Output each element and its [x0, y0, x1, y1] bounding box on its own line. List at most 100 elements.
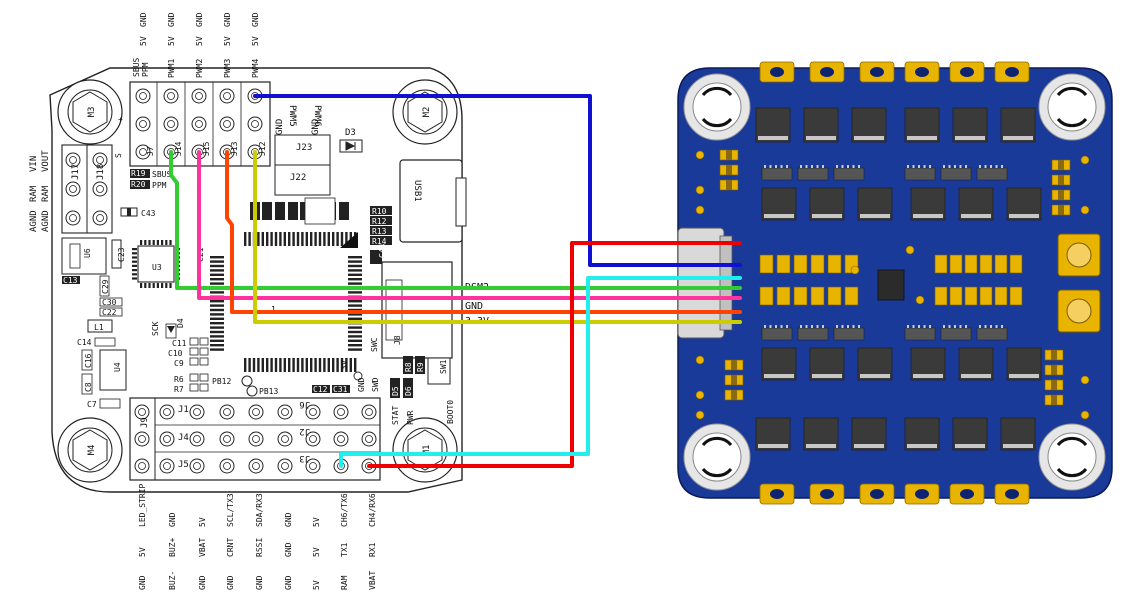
r10-label: R10	[372, 207, 387, 216]
bottom-pin-1-1-hole	[193, 435, 201, 443]
smd-pad	[189, 337, 199, 346]
sw1-label: SW1	[439, 359, 448, 374]
mcu-pin-left	[210, 256, 224, 259]
c23-capacitor	[111, 239, 122, 269]
driver-pin	[1001, 325, 1003, 328]
mcu-pin-top	[345, 232, 348, 246]
driver-pin	[786, 165, 788, 168]
bottom-label-row2b: VBAT	[368, 571, 377, 590]
driver-pin	[780, 325, 783, 328]
j9-pin-2-hole	[138, 462, 146, 470]
driver-pin	[948, 165, 951, 168]
driver-pin	[841, 165, 844, 168]
m4-label: M4	[87, 445, 97, 456]
smd-resistor	[370, 206, 392, 215]
mcu-pin-top	[301, 232, 304, 246]
esc-cap-row	[934, 286, 948, 306]
r7-label: R7	[174, 385, 184, 394]
u6-label: U6	[83, 248, 92, 258]
esc-via	[850, 265, 860, 275]
connector-id-label: J15	[202, 141, 211, 156]
j3-label: J3	[299, 453, 310, 463]
cyan-wire	[339, 276, 742, 468]
esc-cap-row	[844, 286, 859, 306]
j6-label: J6	[299, 399, 310, 409]
c9-label: C9	[174, 359, 184, 368]
smd-resistor	[370, 236, 392, 245]
mosfet-tab	[961, 374, 991, 378]
top-header-label: GND	[251, 12, 260, 27]
bottom-label-row1: GND	[284, 512, 293, 527]
top-pin-3-0-hole	[223, 92, 231, 100]
driver-pin	[852, 325, 855, 328]
j9-pin-0-hole	[138, 408, 146, 416]
m1-label: M1	[422, 445, 432, 456]
driver-pin	[979, 165, 981, 168]
esc-via	[695, 410, 705, 420]
smd-resistor	[370, 216, 392, 225]
mosfet-tab	[907, 136, 937, 140]
m2-label: M2	[422, 107, 432, 118]
driver-pin	[959, 165, 962, 168]
mcu-pin-top	[244, 232, 247, 246]
driver-pin	[847, 325, 849, 328]
r19-label: R19	[131, 169, 146, 178]
mcu-pin-top	[248, 232, 251, 246]
bottom-label-row1: CH4/RX6	[368, 493, 377, 527]
esc-via	[1080, 410, 1090, 420]
driver-pin	[811, 165, 813, 168]
driver-pin	[943, 165, 945, 168]
smd-pad	[199, 383, 209, 392]
motor-pad-hole	[820, 67, 834, 77]
esc-hole-inner	[1047, 432, 1097, 482]
j1-label: J1	[178, 405, 189, 415]
u3-pin	[140, 240, 143, 245]
pwm6-label: PWM6	[312, 105, 322, 127]
mount-hole-m2: M2	[392, 79, 458, 145]
top-header-label: PPM	[141, 62, 150, 77]
smd-resistor	[262, 202, 272, 220]
u6-chip	[61, 237, 107, 275]
esc-cap-row	[994, 286, 1008, 306]
mcu-pin-left	[210, 326, 224, 329]
driver-pin	[948, 325, 951, 328]
gnd-pad-label-2: GND	[311, 119, 321, 135]
u3-pin	[156, 240, 159, 245]
driver-pin	[775, 165, 777, 168]
esc-capacitor-body	[731, 390, 737, 400]
bottom-pin-4-0-hole	[281, 408, 289, 416]
esc-via	[695, 390, 705, 400]
mcu-pin-left	[210, 335, 224, 338]
esc-power-pads	[1057, 233, 1101, 333]
esc-capacitor-body	[1051, 365, 1057, 375]
mcu-pin-bottom	[305, 358, 308, 372]
pb12-label: PB12	[212, 377, 231, 386]
top-header-label: GND	[139, 12, 148, 27]
mosfet-tab	[758, 136, 788, 140]
esc-hole-inner	[692, 432, 742, 482]
mcu-pin-left	[210, 260, 224, 263]
esc-cap-row	[964, 254, 978, 274]
mcu-pin-right	[348, 264, 362, 268]
driver-pin	[800, 165, 802, 168]
bottom-pin-5-0-hole	[309, 408, 317, 416]
top-header-label: SBUS	[132, 58, 141, 77]
smd-pad	[189, 347, 199, 356]
driver-pin	[836, 165, 838, 168]
mosfet-tab	[812, 214, 842, 218]
driver-pin	[780, 165, 783, 168]
j18-pin-2-hole	[96, 214, 104, 222]
c7-label: C7	[87, 400, 97, 409]
mcu-pin-right	[348, 330, 362, 334]
r6-label: R6	[174, 375, 184, 384]
mosfet-tab	[860, 374, 890, 378]
gate-driver	[976, 167, 1008, 181]
smd-resistor	[370, 226, 392, 235]
bottom-label-row2b: BUZ-	[168, 571, 177, 590]
wires	[169, 94, 742, 468]
bottom-pin-0-2-hole	[163, 462, 171, 470]
u3-pin	[165, 283, 168, 288]
driver-pin	[912, 325, 915, 328]
mcu-pin-left	[210, 339, 224, 342]
